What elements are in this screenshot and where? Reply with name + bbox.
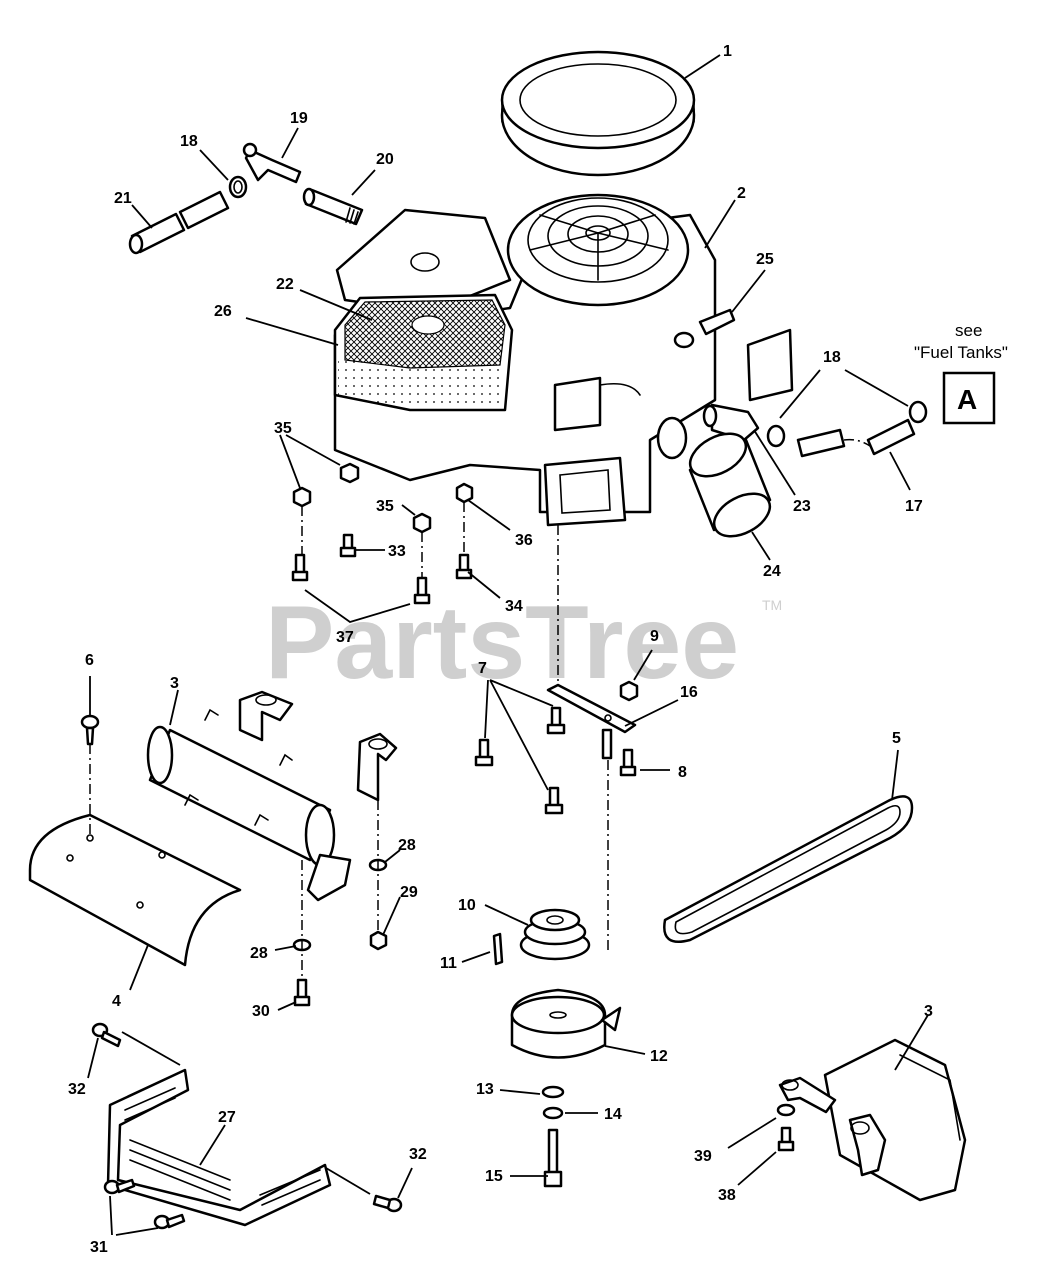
part-nut-9 xyxy=(619,680,639,702)
callout-25: 25 xyxy=(756,251,774,268)
part-belt-5 xyxy=(663,795,914,943)
callout-24: 24 xyxy=(763,563,781,580)
part-bracket-16 xyxy=(546,683,637,760)
callout-7: 7 xyxy=(478,660,487,677)
callout-22: 22 xyxy=(276,276,294,293)
part-fuel-hose-17 xyxy=(796,418,916,458)
part-washer-14 xyxy=(542,1106,564,1120)
callout-28-lower: 28 xyxy=(250,945,268,962)
callout-21: 21 xyxy=(114,190,132,207)
part-fitting-25 xyxy=(673,308,736,349)
callout-29: 29 xyxy=(400,884,418,901)
callout-17: 17 xyxy=(905,498,923,515)
callout-38: 38 xyxy=(718,1187,736,1204)
part-fuel-hose-21 xyxy=(128,190,230,255)
part-hose-clamp-18 xyxy=(228,175,248,199)
callout-10: 10 xyxy=(458,897,476,914)
part-screw-6 xyxy=(80,714,100,746)
callout-28-upper: 28 xyxy=(398,837,416,854)
callout-36: 36 xyxy=(515,532,533,549)
part-fuel-filter-23 xyxy=(702,403,760,442)
part-heat-shield-4 xyxy=(28,813,242,967)
callout-labels: 1 2 25 18 19 20 21 22 26 35 35 33 36 34 … xyxy=(68,43,933,1256)
part-screw-32-right xyxy=(372,1194,403,1213)
part-muffler-3-right xyxy=(778,1038,967,1202)
part-nut-29 xyxy=(369,930,388,951)
part-bolt-15 xyxy=(543,1128,563,1188)
part-pulley-10 xyxy=(519,908,591,961)
part-bolt-8 xyxy=(619,748,637,777)
part-bolt-38 xyxy=(777,1126,795,1152)
part-bolts-7 xyxy=(474,706,566,815)
part-key-11 xyxy=(492,932,504,966)
leader-lines xyxy=(87,54,929,1236)
reference-box-a: A xyxy=(942,371,996,425)
callout-32-left: 32 xyxy=(68,1081,86,1098)
part-hose-clamp-18-right xyxy=(766,400,928,448)
reference-box-letter: A xyxy=(957,384,977,415)
callout-16: 16 xyxy=(680,684,698,701)
part-decal xyxy=(746,328,794,402)
callout-9: 9 xyxy=(650,628,659,645)
callout-3-right: 3 xyxy=(924,1003,933,1020)
callout-1: 1 xyxy=(723,43,732,60)
callout-31: 31 xyxy=(90,1239,108,1256)
callout-14: 14 xyxy=(604,1106,622,1123)
reference-note-line2: "Fuel Tanks" xyxy=(914,343,1008,362)
part-washer-13 xyxy=(541,1085,565,1099)
part-tee-fitting-19 xyxy=(242,142,302,184)
callout-15: 15 xyxy=(485,1168,503,1185)
part-oil-filter-24 xyxy=(688,432,772,538)
callout-19: 19 xyxy=(290,110,308,127)
fastener-bolts xyxy=(291,533,473,605)
callout-33: 33 xyxy=(388,543,406,560)
callout-5: 5 xyxy=(892,730,901,747)
part-bolt-30 xyxy=(293,978,311,1007)
part-bracket-27 xyxy=(106,1068,332,1227)
callout-37: 37 xyxy=(336,629,354,646)
part-screws-31 xyxy=(103,1178,186,1230)
callout-35-mid: 35 xyxy=(376,498,394,515)
callout-2: 2 xyxy=(737,185,746,202)
part-air-filter-ring xyxy=(500,50,696,177)
callout-11: 11 xyxy=(440,955,457,972)
callout-23: 23 xyxy=(793,498,811,515)
part-washer-39 xyxy=(776,1103,796,1117)
part-fuel-pipe-20 xyxy=(302,187,364,226)
callout-6: 6 xyxy=(85,652,94,669)
callout-34: 34 xyxy=(505,598,523,615)
fastener-nuts-35 xyxy=(292,462,474,534)
callout-18-left: 18 xyxy=(180,133,198,150)
part-engine xyxy=(333,193,717,527)
callout-20: 20 xyxy=(376,151,394,168)
reference-note-line1: see xyxy=(955,321,982,340)
callout-3-left: 3 xyxy=(170,675,179,692)
part-screw-32-left xyxy=(91,1022,122,1048)
watermark-text: PartsTree xyxy=(265,585,739,701)
callout-32-right: 32 xyxy=(409,1146,427,1163)
callout-30: 30 xyxy=(252,1003,270,1020)
callout-13: 13 xyxy=(476,1081,494,1098)
part-muffler-3 xyxy=(146,690,398,902)
callout-12: 12 xyxy=(650,1048,668,1065)
callout-27: 27 xyxy=(218,1109,236,1126)
callout-18-right: 18 xyxy=(823,349,841,366)
callout-35-top: 35 xyxy=(274,420,292,437)
callout-8: 8 xyxy=(678,764,687,781)
callout-4: 4 xyxy=(112,993,121,1010)
callout-39: 39 xyxy=(694,1148,712,1165)
callout-26: 26 xyxy=(214,303,232,320)
part-clutch-12 xyxy=(510,988,622,1059)
watermark-tm: TM xyxy=(762,597,782,613)
